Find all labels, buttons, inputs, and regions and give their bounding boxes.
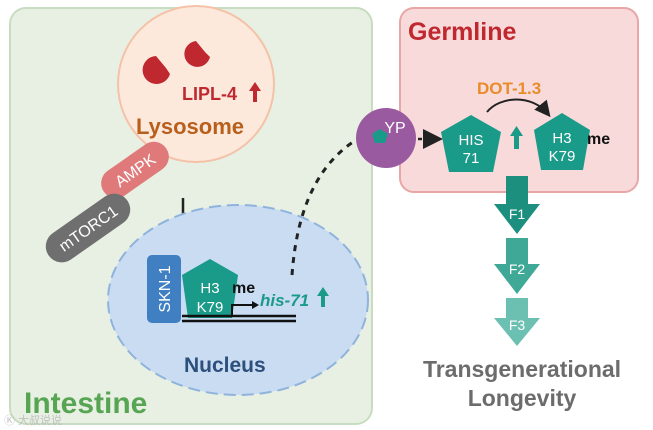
skn1-box: SKN-1 (147, 255, 181, 323)
intestine-label: Intestine (24, 387, 147, 420)
gene-label: his-71 (260, 291, 309, 310)
generation-label-f3: F3 (509, 317, 526, 333)
germline-me-label: me (587, 131, 610, 148)
up-arrow-icon (249, 82, 261, 102)
generation-arrow-f1: F1 (494, 176, 540, 234)
yp-pentagon-icon (372, 129, 388, 143)
his71-pentagon: HIS 71 (441, 115, 501, 172)
yp-label: YP (384, 120, 405, 137)
lysosome: LIPL-4 Lysosome (117, 5, 275, 163)
nucleus-label: Nucleus (184, 354, 266, 377)
germline-label: Germline (408, 18, 516, 46)
nucleus: SKN-1 H3 K79 me his-71 Nucleus (107, 204, 369, 396)
dna-strand (182, 301, 296, 323)
generation-arrow-f3: F3 (494, 298, 540, 346)
lipl4-label: LIPL-4 (182, 84, 237, 104)
nucleus-h3-pentagon: H3 K79 (182, 259, 238, 318)
lysosome-label: Lysosome (136, 114, 244, 139)
generation-arrow-f2: F2 (494, 238, 540, 294)
lipl4-enzyme-shape (184, 41, 210, 67)
watermark-text: Ⓚ 大叔说说 (4, 413, 62, 427)
lipl4-enzyme-shape (142, 56, 170, 84)
outcome-line2: Longevity (468, 385, 577, 411)
germline-k79-label: K79 (549, 148, 576, 165)
nucleus-k79-label: K79 (197, 299, 224, 316)
outcome-line1: Transgenerational (423, 356, 621, 382)
dot13-label: DOT-1.3 (477, 79, 541, 98)
his71-up-arrow-icon (510, 126, 523, 149)
generation-label-f1: F1 (509, 206, 526, 222)
nucleus-to-yp-dashed-path (290, 138, 357, 276)
his71-line1: HIS (458, 132, 483, 149)
gene-up-arrow-icon (317, 287, 329, 307)
nucleus-me-label: me (232, 280, 255, 297)
germline-h3-label: H3 (552, 130, 571, 147)
yp-node: YP (356, 108, 416, 168)
skn1-label: SKN-1 (157, 265, 174, 312)
generation-label-f2: F2 (509, 261, 526, 277)
nucleus-h3-label: H3 (200, 280, 219, 297)
his71-line2: 71 (463, 150, 480, 167)
germline-h3-pentagon: H3 K79 (534, 113, 590, 170)
dot13-curved-arrow (486, 98, 551, 118)
